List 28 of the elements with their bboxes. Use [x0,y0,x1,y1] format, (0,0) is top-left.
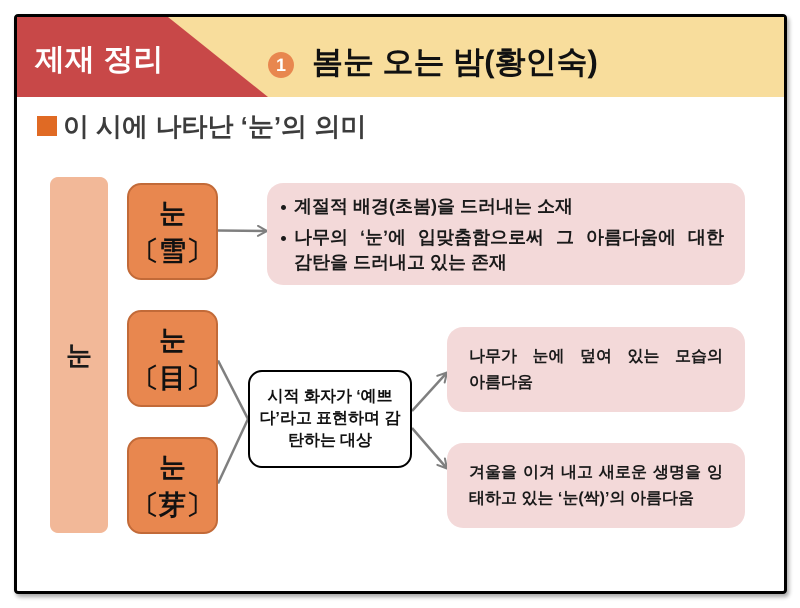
bar-label: 눈 [66,342,92,368]
title: 봄눈 오는 밤(황인숙) [312,43,598,81]
meaning-text: 겨울을 이겨 내고 새로운 생명을 잉태하고 있는 ‘눈(싹)’의 아름다움 [469,462,723,508]
description-text: 나무의 ‘눈’에 입맞춤함으로써 그 아름다움에 대한 감탄을 드러내고 있는 존재 [294,226,724,274]
connector-line [216,418,250,484]
term-box [127,183,218,280]
arrow [218,224,268,237]
hub-box [248,370,412,468]
meaning-box [447,327,745,412]
term-text: 눈 [159,450,186,484]
hub-text: 시적 화자가 ‘예쁘다’라고 표현하며 감탄하는 대상 [258,387,402,451]
connector-line [216,360,250,420]
term-text: 〔目〕 [132,362,213,394]
description-text: 계절적 배경(초봄)을 드러내는 소재 [294,194,573,218]
meaning-text: 나무가 눈에 덮여 있는 모습의 아름다움 [469,346,723,392]
title-bar [50,177,108,533]
section-heading: 이 시에 나타난 ‘눈’의 의미 [63,110,366,143]
term-box [127,310,218,407]
term-text: 눈 [159,324,186,356]
description-box [267,183,745,285]
term-box [127,437,218,534]
term-text: 눈 [159,196,186,230]
arrow [411,372,448,412]
section-label: 제재 정리 [35,42,164,78]
term-text: 〔雪〕 [132,234,213,268]
arrow [411,427,448,470]
meaning-box [447,443,745,528]
term-text: 〔芽〕 [132,488,213,522]
